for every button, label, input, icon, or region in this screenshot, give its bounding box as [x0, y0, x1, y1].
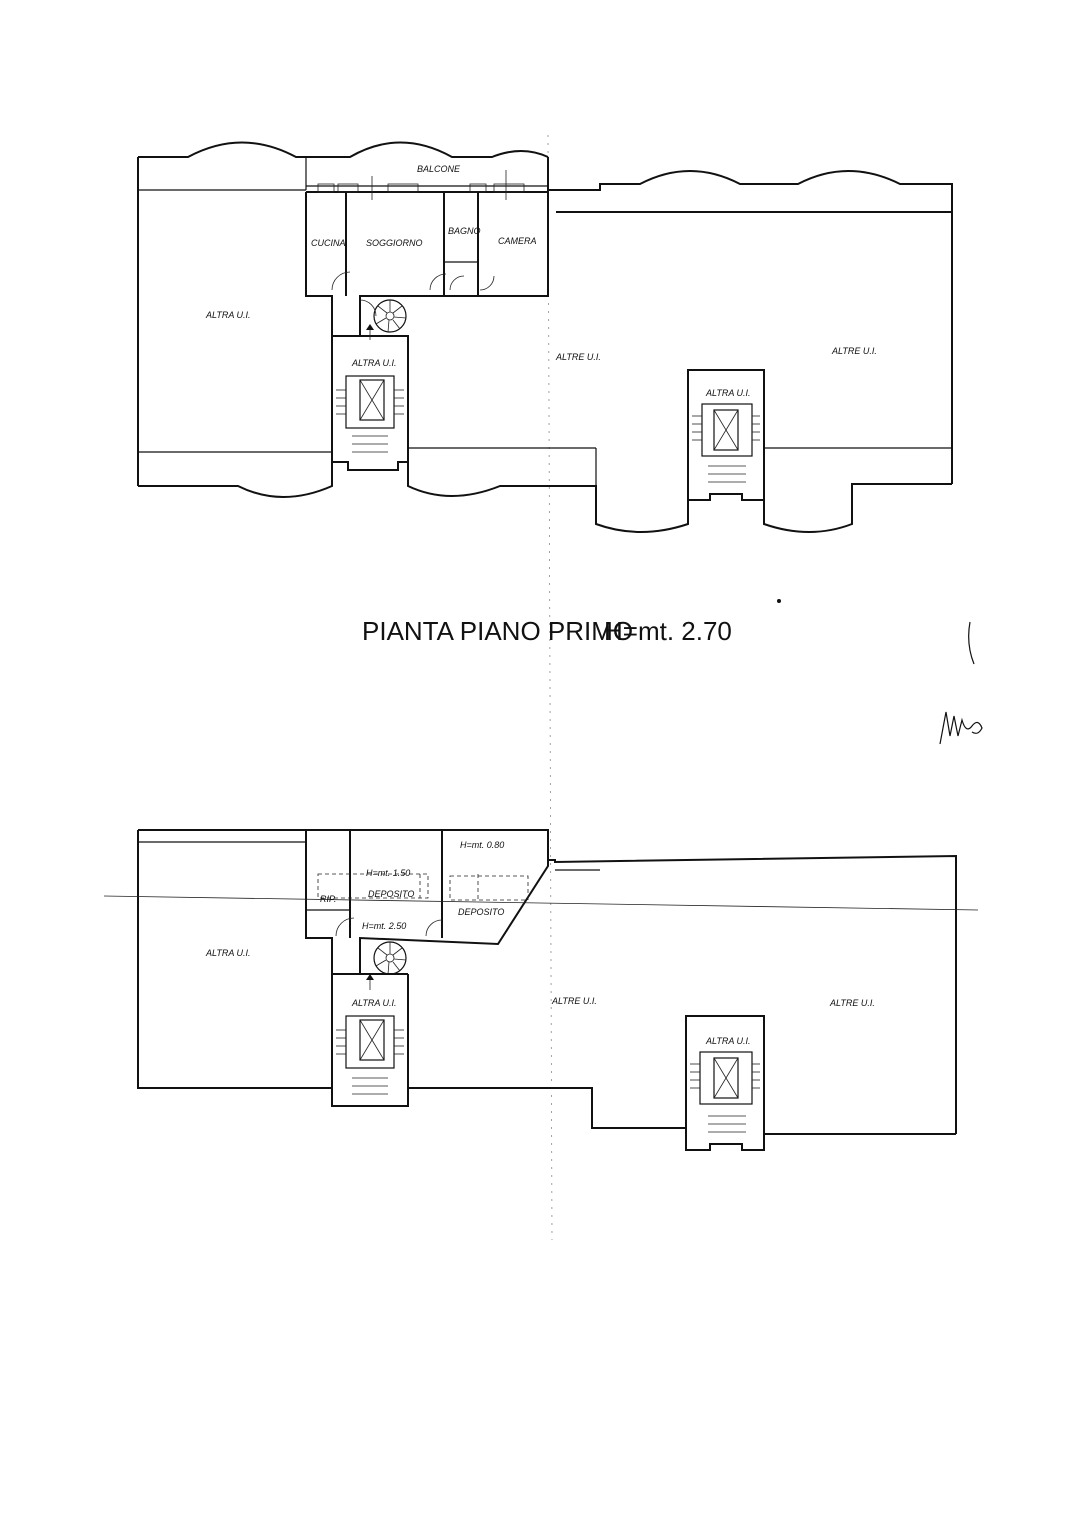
door-arc	[479, 275, 495, 291]
label-bedroom: CAMERA	[498, 236, 537, 246]
label-closet: RIP.	[320, 894, 336, 904]
label-living-room: SOGGIORNO	[366, 238, 423, 248]
door-arc	[331, 271, 351, 291]
handwritten-signature	[939, 621, 983, 745]
lower-right-stairwell	[685, 1015, 765, 1151]
upper-balcony-outline	[138, 141, 953, 213]
label-deposit-left: DEPOSITO	[368, 889, 414, 899]
upper-right-stairwell	[687, 369, 765, 501]
label-unit-center: ALTRE U.I.	[551, 996, 597, 1006]
upper-apartment-outline	[305, 192, 549, 337]
label-height-deposit-left: H=mt. 1.50	[366, 868, 410, 878]
upper-spiral-stair	[373, 299, 407, 333]
door-arc	[359, 299, 377, 317]
label-unit-right: ALTRE U.I.	[829, 998, 875, 1008]
label-unit-stair-right: ALTRA U.I.	[705, 388, 751, 398]
lower-storage-block	[305, 830, 549, 975]
label-bathroom: BAGNO	[448, 226, 481, 236]
label-unit-center: ALTRE U.I.	[555, 352, 601, 362]
label-balcony: BALCONE	[417, 164, 461, 174]
door-arc	[449, 275, 465, 291]
lower-outline	[137, 829, 957, 1134]
upper-bottom-facade	[138, 462, 689, 533]
label-deposit-right: DEPOSITO	[458, 907, 504, 917]
dashed-outline	[449, 875, 529, 901]
scan-fold-line	[547, 134, 553, 1241]
door-arc	[429, 273, 447, 291]
label-height-landing: H=mt. 2.50	[362, 921, 406, 931]
upper-left-stairwell	[331, 324, 409, 471]
label-unit-left: ALTRA U.I.	[205, 948, 251, 958]
label-unit-left: ALTRA U.I.	[205, 310, 251, 320]
label-unit-right: ALTRE U.I.	[831, 346, 877, 356]
lower-floor-plan: H=mt. 0.80 H=mt. 1.50 RIP. DEPOSITO DEPO…	[103, 829, 979, 1151]
plan-height: H=mt. 2.70	[604, 616, 732, 646]
label-height-deposit-right: H=mt. 0.80	[460, 840, 504, 850]
plan-title: PIANTA PIANO PRIMO	[362, 616, 633, 646]
label-unit-stair-right: ALTRA U.I.	[705, 1036, 751, 1046]
dashed-outline	[317, 873, 429, 899]
upper-floor-plan: BALCONE CUCINA SOGGIORNO BAGNO CAMERA AL…	[137, 141, 953, 533]
lower-spiral-stair	[373, 941, 407, 975]
label-unit-stair-left: ALTRA U.I.	[351, 998, 397, 1008]
lower-left-stairwell	[331, 973, 409, 1106]
section-line	[103, 895, 979, 911]
label-unit-stair-left: ALTRA U.I.	[351, 358, 397, 368]
label-kitchen: CUCINA	[311, 238, 346, 248]
